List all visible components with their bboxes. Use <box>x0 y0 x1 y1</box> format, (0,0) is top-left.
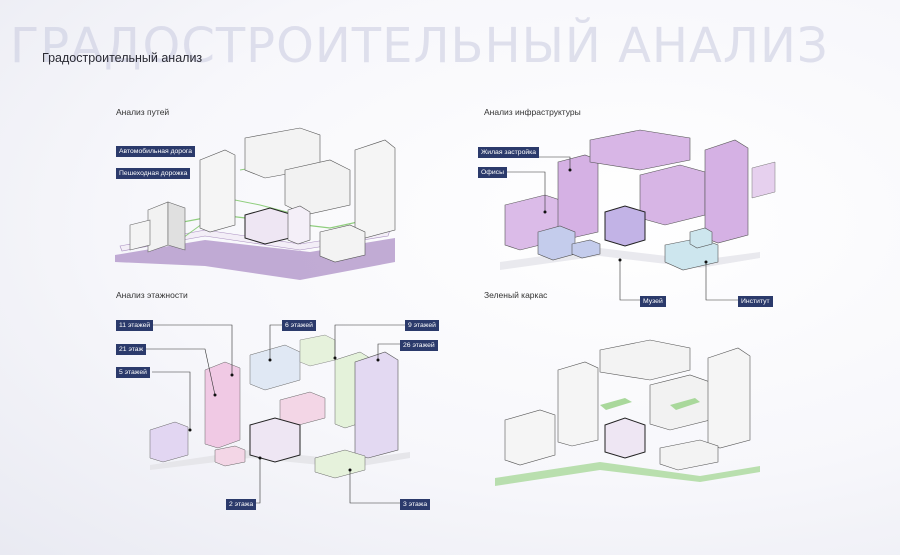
panel-title-infrastructure: Анализ инфраструктуры <box>484 107 581 117</box>
tag-pedestrian: Пешеходная дорожка <box>116 168 191 179</box>
tag-3-floors: 3 этажа <box>400 499 431 510</box>
tag-21-floors: 21 этаж <box>116 344 147 355</box>
page-title: Градостроительный анализ <box>42 51 203 65</box>
tag-2-floors: 2 этажа <box>226 499 257 510</box>
tag-9-floors: 9 этажей <box>405 320 439 331</box>
green-diagram <box>495 339 760 486</box>
panel-title-floors: Анализ этажности <box>116 290 188 300</box>
tag-11-floors: 11 этажей <box>116 320 154 331</box>
tag-museum: Музей <box>640 296 666 307</box>
tag-institute: Институт <box>738 296 773 307</box>
background-title: ГРАДОСТРОИТЕЛЬНЫЙ АНАЛИЗ <box>10 18 829 74</box>
tag-5-floors: 5 этажей <box>116 367 150 378</box>
tag-6-floors: 6 этажей <box>282 320 316 331</box>
infrastructure-diagram <box>500 129 776 301</box>
tag-26-floors: 26 этажей <box>400 340 438 351</box>
tag-road: Автомобильная дорога <box>116 146 195 157</box>
floors-diagram <box>146 324 410 504</box>
tag-residential: Жилая застройка <box>478 147 540 158</box>
tag-offices: Офисы <box>478 167 507 178</box>
panel-title-green: Зеленый каркас <box>484 290 548 300</box>
paths-diagram <box>115 127 396 280</box>
panel-title-paths: Анализ путей <box>116 107 170 117</box>
